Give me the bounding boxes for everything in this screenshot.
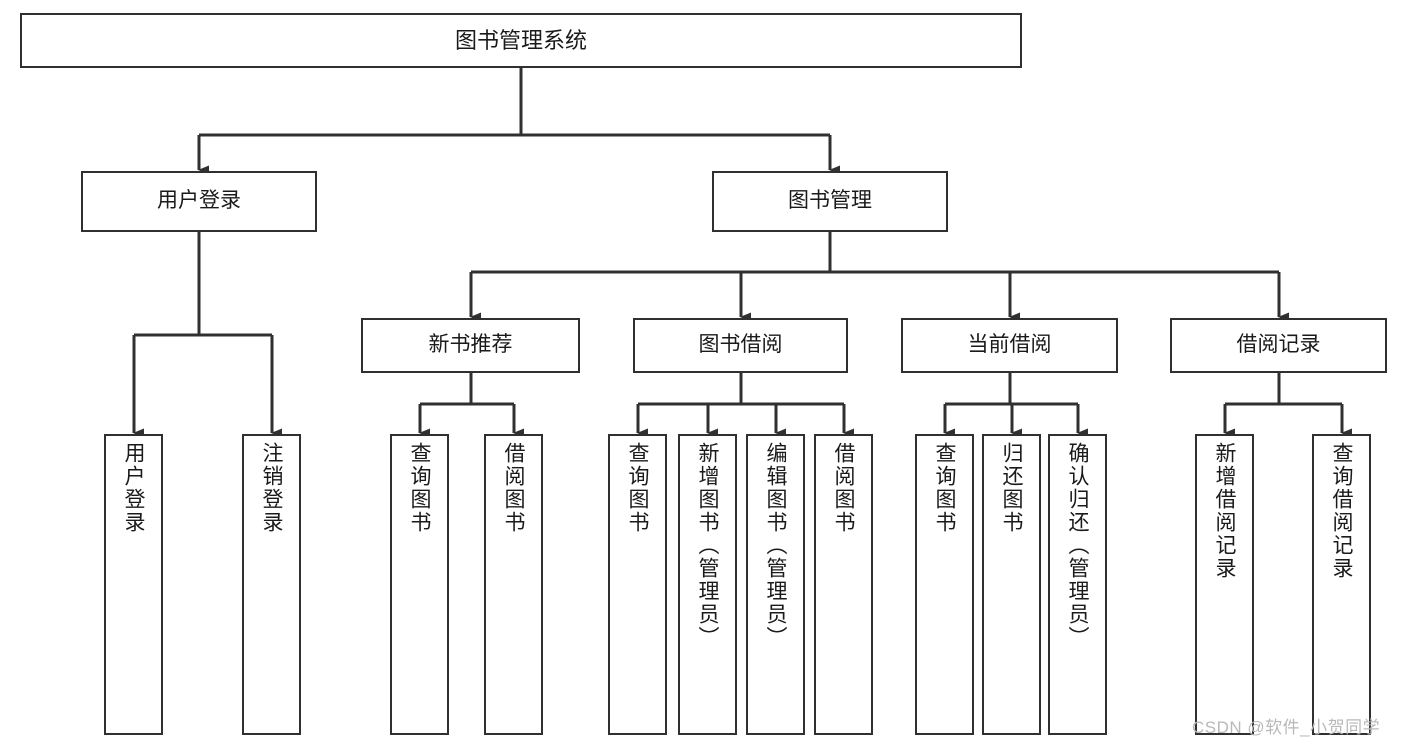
node-label-book-manage: 图书管理 xyxy=(788,189,872,213)
node-label-leaf-logout: 注销登录 xyxy=(260,442,283,534)
node-label-user-login: 用户登录 xyxy=(157,189,241,213)
node-leaf-query-rec[interactable]: 查询借阅记录 xyxy=(1312,434,1371,735)
node-label-leaf-confirm: 确认归还（管理员） xyxy=(1066,442,1089,649)
node-leaf-query-1[interactable]: 查询图书 xyxy=(390,434,449,735)
node-label-borrow-record: 借阅记录 xyxy=(1236,333,1321,357)
node-leaf-user-login[interactable]: 用户登录 xyxy=(104,434,163,735)
node-label-leaf-add-rec: 新增借阅记录 xyxy=(1213,442,1236,580)
node-leaf-add-rec[interactable]: 新增借阅记录 xyxy=(1195,434,1254,735)
node-root[interactable]: 图书管理系统 xyxy=(20,13,1022,68)
node-book-manage[interactable]: 图书管理 xyxy=(712,171,948,232)
node-label-leaf-add-book: 新增图书（管理员） xyxy=(696,442,719,649)
node-leaf-add-book[interactable]: 新增图书（管理员） xyxy=(678,434,737,735)
node-leaf-confirm[interactable]: 确认归还（管理员） xyxy=(1048,434,1107,735)
node-label-leaf-return: 归还图书 xyxy=(1000,442,1023,534)
node-leaf-query-2[interactable]: 查询图书 xyxy=(608,434,667,735)
edge-lines xyxy=(132,68,1352,438)
node-leaf-edit-book[interactable]: 编辑图书（管理员） xyxy=(746,434,805,735)
node-label-leaf-user-login: 用户登录 xyxy=(122,442,145,534)
node-label-leaf-query-3: 查询图书 xyxy=(933,442,956,534)
node-label-leaf-borrow-1: 借阅图书 xyxy=(502,442,525,534)
node-label-leaf-borrow-2: 借阅图书 xyxy=(832,442,855,534)
node-label-leaf-query-2: 查询图书 xyxy=(626,442,649,534)
node-user-login[interactable]: 用户登录 xyxy=(81,171,317,232)
node-leaf-borrow-1[interactable]: 借阅图书 xyxy=(484,434,543,735)
node-borrow-record[interactable]: 借阅记录 xyxy=(1170,318,1387,373)
node-label-leaf-query-rec: 查询借阅记录 xyxy=(1330,442,1353,580)
node-current-borrow[interactable]: 当前借阅 xyxy=(901,318,1118,373)
node-label-book-borrow: 图书借阅 xyxy=(698,333,783,357)
node-leaf-logout[interactable]: 注销登录 xyxy=(242,434,301,735)
node-leaf-return[interactable]: 归还图书 xyxy=(982,434,1041,735)
node-label-leaf-edit-book: 编辑图书（管理员） xyxy=(764,442,787,649)
node-label-root: 图书管理系统 xyxy=(454,27,587,53)
node-leaf-query-3[interactable]: 查询图书 xyxy=(915,434,974,735)
node-book-borrow[interactable]: 图书借阅 xyxy=(633,318,848,373)
node-label-current-borrow: 当前借阅 xyxy=(967,333,1052,357)
node-leaf-borrow-2[interactable]: 借阅图书 xyxy=(814,434,873,735)
node-label-leaf-query-1: 查询图书 xyxy=(408,442,431,534)
node-label-new-book-rec: 新书推荐 xyxy=(428,333,513,357)
node-new-book-rec[interactable]: 新书推荐 xyxy=(361,318,580,373)
